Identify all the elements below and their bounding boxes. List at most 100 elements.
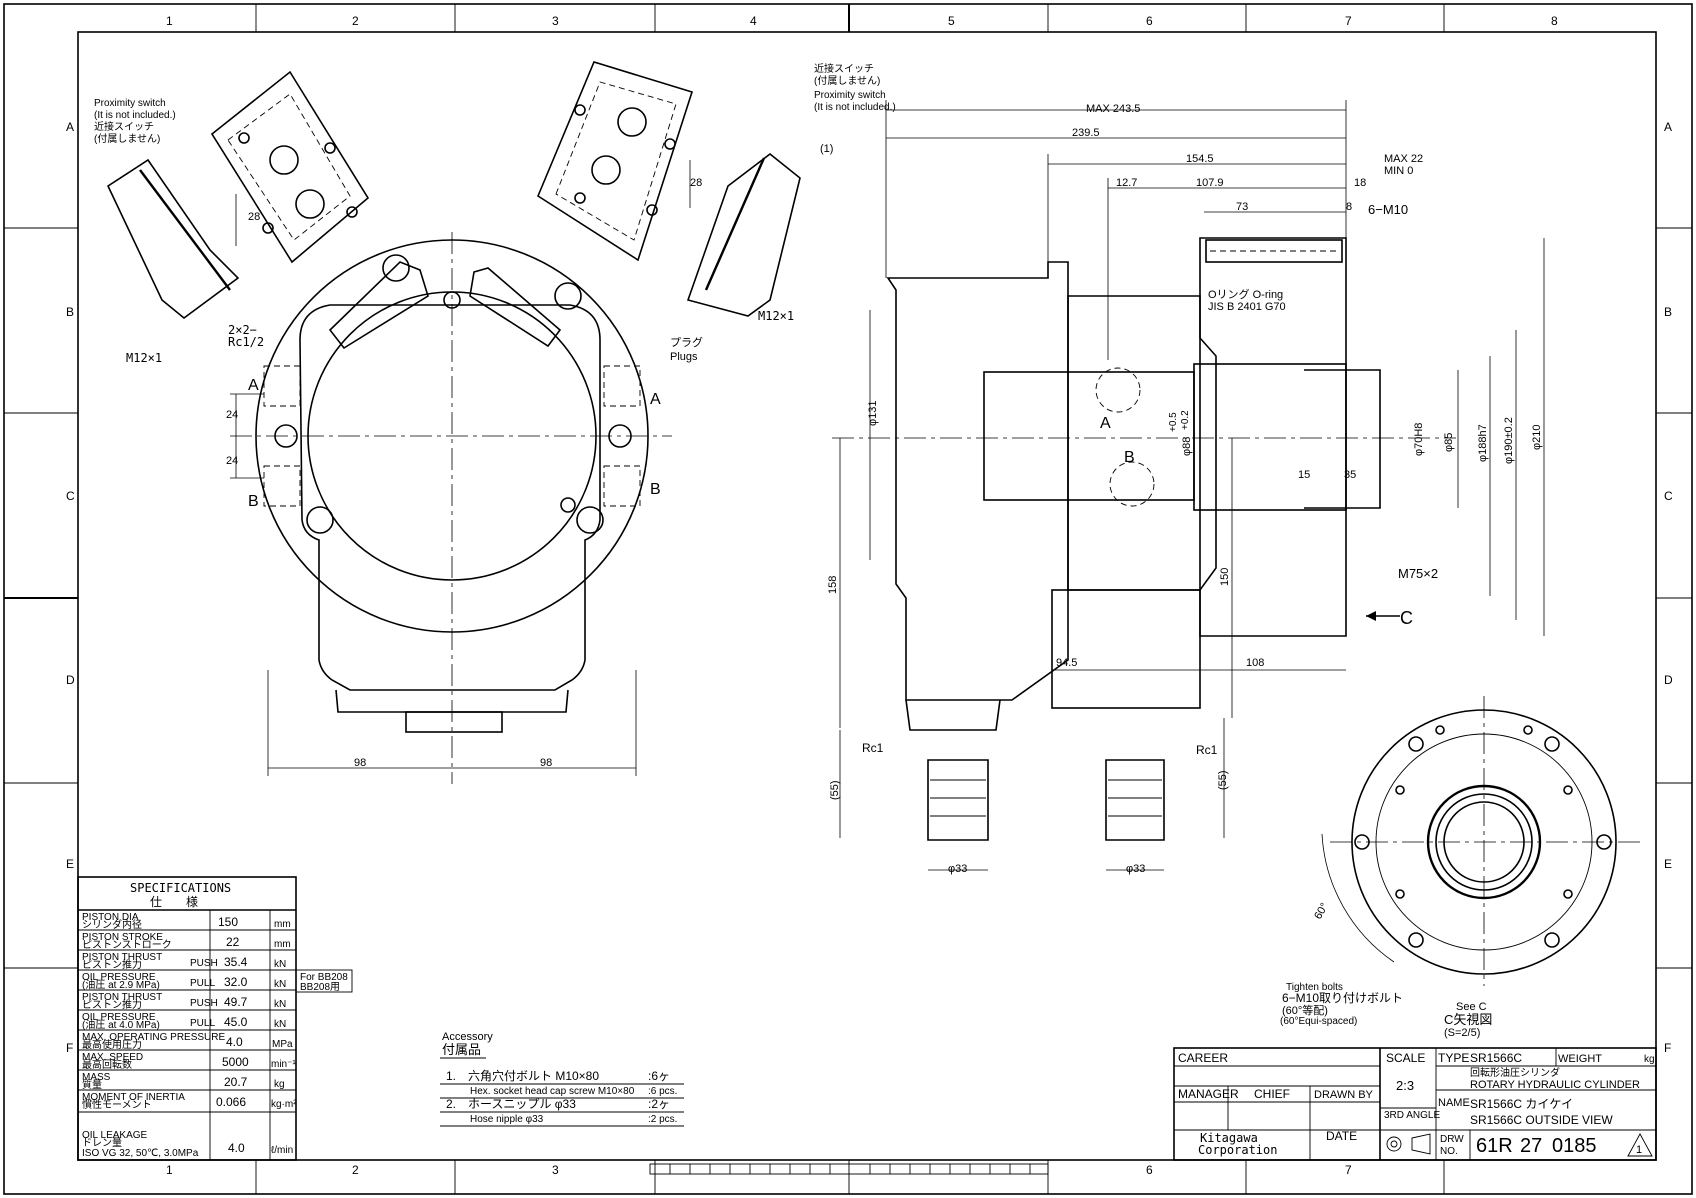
spec-value-7: 5000 <box>222 1055 249 1069</box>
tb-angle: 3RD ANGLE <box>1384 1110 1440 1121</box>
spec-sub-4: PUSH <box>190 998 218 1009</box>
spec-label-0: PISTON DIA <box>82 912 139 923</box>
spec-label-jp-9: 慣性モーメント <box>82 1098 152 1111</box>
dim-98-left: 98 <box>354 757 366 769</box>
row-label-left-B: B <box>66 305 74 319</box>
spec-label-jp-0: シリンダ内径 <box>82 918 142 931</box>
bolt-hole-4 <box>608 424 632 448</box>
spec-value-1: 22 <box>226 935 240 949</box>
col-label-top-4: 4 <box>750 14 757 28</box>
dim-12-7: 12.7 <box>1116 177 1137 189</box>
spec-value-5: 45.0 <box>224 1015 248 1029</box>
row-label-right-E: E <box>1664 857 1672 871</box>
port-b-left-label: B <box>248 493 259 510</box>
accessory-no-0: 1. <box>446 1069 456 1083</box>
ports-label: 2×2− <box>228 323 257 337</box>
proximity-note-en2: (It is not included.) <box>94 110 176 121</box>
dim-239: 239.5 <box>1072 127 1100 139</box>
plug-label-jp: プラグ <box>670 335 703 349</box>
spec-unit-3: kN <box>274 979 286 990</box>
title-block <box>1173 1047 1657 1161</box>
spec-label-jp-7: 最高回転数 <box>82 1058 132 1071</box>
spec-label-9: MOMENT OF INERTIA <box>82 1092 185 1103</box>
grid-labels: 1 2 3 4 5 6 7 8 1 2 3 6 7 A B C D E F A … <box>66 14 1673 1177</box>
small-hole <box>560 497 576 513</box>
proximity-note-en: Proximity switch <box>94 98 166 109</box>
phi-88: φ88 <box>1181 437 1193 456</box>
proximity-note-jp2: (付属しません) <box>94 132 160 145</box>
col-label-top-1: 1 <box>166 14 173 28</box>
port-a-left <box>263 365 301 407</box>
front-view <box>230 232 672 784</box>
col-label-top-2: 2 <box>352 14 359 28</box>
projection-symbol <box>1386 1136 1402 1152</box>
accessory-qty-jp-0: :6ヶ <box>648 1069 670 1083</box>
phi-33-right: φ33 <box>1126 863 1145 875</box>
spec-label-jp-4: ピストン推力 <box>82 998 142 1011</box>
housing-left <box>886 261 1069 701</box>
sensor-bracket-left <box>328 261 429 350</box>
spec-value-8: 20.7 <box>224 1075 248 1089</box>
phi-88-tol: +0.5 <box>1168 412 1179 432</box>
tb-revision: 1 <box>1636 1144 1642 1156</box>
body-boss <box>405 711 503 733</box>
port-b-right <box>603 465 641 507</box>
title-block-text: CAREER SCALE 2:3 3RD ANGLE TYPE SR1566C … <box>1178 1051 1655 1157</box>
spec-label-5: OIL PRESSURE <box>82 1012 156 1023</box>
phi-85: φ85 <box>1443 433 1455 452</box>
dim-150: 150 <box>1219 568 1231 586</box>
tb-drw-1: 61R <box>1476 1135 1513 1157</box>
accessory-no-1: 2. <box>446 1097 456 1111</box>
spec-note-line2: BB208用 <box>300 982 340 993</box>
spec-value-3: 32.0 <box>224 975 248 989</box>
tb-product-en: ROTARY HYDRAULIC CYLINDER <box>1470 1079 1640 1091</box>
dim-28-right: 28 <box>690 177 702 189</box>
angle-60-arc <box>1321 833 1395 963</box>
center-bolt <box>443 291 461 309</box>
tb-type-label: TYPE <box>1438 1051 1469 1065</box>
spec-unit-8: kg <box>274 1079 285 1090</box>
spec-label-4: PISTON THRUST <box>82 992 162 1003</box>
accessory-qty-jp-1: :2ヶ <box>648 1097 670 1111</box>
spec-text: SPECIFICATIONS 仕 様 PISTON DIA シリンダ内径 150… <box>82 881 348 1159</box>
spec-unit-0: mm <box>274 919 291 930</box>
row-label-right-B: B <box>1664 305 1672 319</box>
side-port-b: B <box>1124 449 1135 466</box>
spec-label-7: MAX. SPEED <box>82 1052 143 1063</box>
spec-unit-7: min⁻¹ <box>271 1059 296 1070</box>
tb-name-label: NAME <box>1438 1097 1470 1109</box>
row-label-left-E: E <box>66 857 74 871</box>
revision-triangle <box>1627 1133 1653 1157</box>
tb-drw-3: 0185 <box>1552 1135 1597 1157</box>
accessory-qty-en-0: :6 pcs. <box>648 1086 677 1097</box>
row-label-left-D: D <box>66 673 75 687</box>
ports-size: Rc1/2 <box>228 335 264 349</box>
dim-max-243: MAX 243.5 <box>1086 103 1140 115</box>
row-label-right-D: D <box>1664 673 1673 687</box>
bore-70 <box>1304 369 1381 509</box>
tb-career: CAREER <box>1178 1051 1228 1065</box>
row-label-right-C: C <box>1664 489 1673 503</box>
accessory-title-jp: 付属品 <box>442 1042 481 1057</box>
dim-98-right: 98 <box>540 757 552 769</box>
spec-unit-1: mm <box>274 939 291 950</box>
spec-label-3: OIL PRESSURE <box>82 972 156 983</box>
spec-label-jp-3: (油圧 at 2.9 MPa) <box>82 978 160 991</box>
spec-label-jp-10: ドレン量 <box>82 1137 122 1149</box>
phi-70: φ70H8 <box>1413 423 1425 456</box>
proximity-note-jp-right: 近接スイッチ <box>814 62 874 75</box>
phi-190: φ190±0.2 <box>1503 417 1515 464</box>
accessory-list: Accessory 付属品 1. 六角穴付ボルト M10×80 :6ヶ Hex.… <box>440 1031 684 1127</box>
port-b-circle <box>1109 461 1155 507</box>
spec-unit-9: kg·m² <box>271 1099 297 1110</box>
spec-value-6: 4.0 <box>226 1035 243 1049</box>
col-label-top-5: 5 <box>948 14 955 28</box>
spec-note-line1: For BB208 <box>300 972 348 983</box>
tb-date: DATE <box>1326 1129 1357 1143</box>
accessory-jp-1: ホースニップル φ33 <box>468 1097 576 1111</box>
side-port-a: A <box>1100 415 1111 432</box>
tb-type-value: SR1566C <box>1470 1051 1522 1065</box>
col-label-top-8: 8 <box>1551 14 1558 28</box>
tb-manager: MANAGER <box>1178 1087 1239 1101</box>
phi-188: φ188h7 <box>1477 424 1489 462</box>
